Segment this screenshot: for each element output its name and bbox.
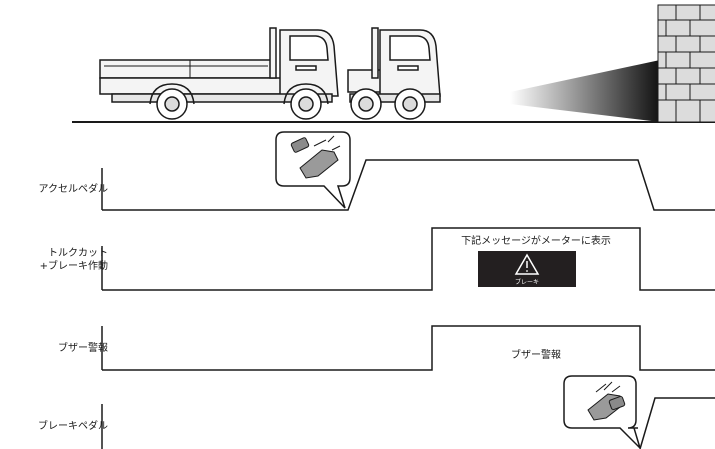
torque-signal <box>102 227 715 291</box>
accel-signal <box>102 159 715 211</box>
buzzer-signal <box>102 325 715 371</box>
flatbed-truck-icon <box>99 27 339 120</box>
truck-cab-icon <box>347 27 441 120</box>
row-label-accelerator: アクセルペダル <box>38 184 109 195</box>
meter-caption: 下記メッセージがメーターに表示 <box>461 236 611 247</box>
sensor-beam-icon <box>510 60 660 122</box>
buzzer-box-text: ブザー警報 <box>511 350 561 361</box>
warning-triangle-icon <box>514 253 540 275</box>
foot-pressing-pedal-icon <box>563 375 641 449</box>
row-label-buzzer: ブザー警報 <box>58 343 108 354</box>
meter-icon-label: ブレーキ <box>514 279 539 286</box>
brick-wall-icon <box>657 4 715 123</box>
brake-signal <box>639 397 715 449</box>
foot-pressing-pedal-icon <box>275 131 351 209</box>
meter-display <box>478 251 576 287</box>
row-label-torque-cut-line1: トルクカット <box>48 248 108 259</box>
row-label-brake: ブレーキペダル <box>38 421 108 432</box>
row-label-torque-cut-line2: +ブレーキ作動 <box>39 261 108 272</box>
